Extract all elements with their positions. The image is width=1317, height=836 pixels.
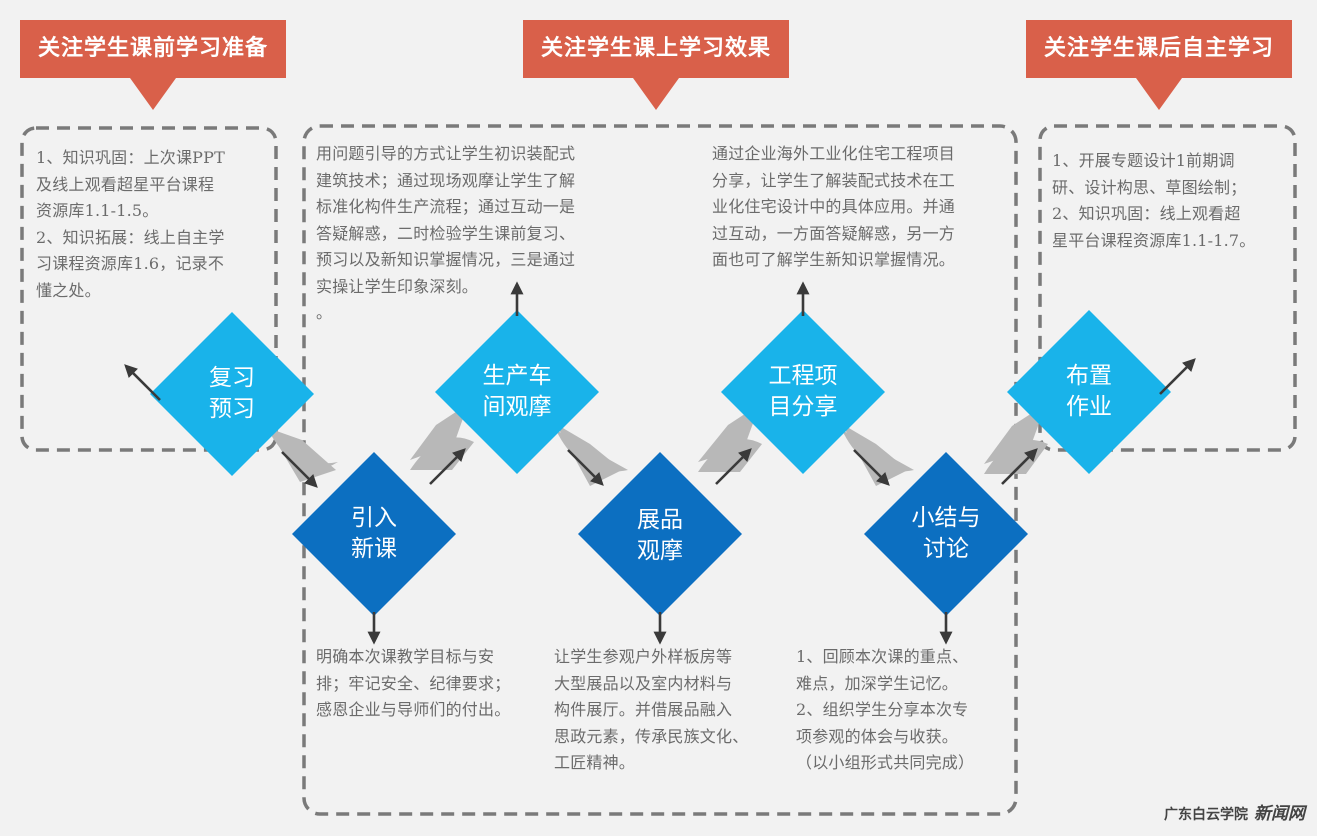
step-review-line2: 预习 bbox=[209, 396, 255, 422]
step-homework-label: 布置 作业 bbox=[1019, 361, 1159, 423]
step-review-label: 复习 预习 bbox=[162, 363, 302, 425]
desc-exhibit: 让学生参观户外样板房等 大型展品以及室内材料与 构件展厅。并借展品融入 思政元素… bbox=[554, 644, 788, 777]
step-workshop-line1: 生产车 bbox=[482, 363, 552, 389]
watermark: 广东白云学院新闻网 bbox=[1164, 799, 1305, 824]
desc-summary-line: 项参观的体会与收获。 bbox=[796, 726, 959, 746]
step-workshop-line2: 间观摩 bbox=[482, 394, 552, 420]
step-workshop-label: 生产车 间观摩 bbox=[447, 361, 587, 423]
desc-workshop-line: 用问题引导的方式让学生初识装配式 bbox=[316, 144, 576, 163]
arrow-workshop-to-exhibit bbox=[567, 449, 604, 486]
banner-in-class-pointer bbox=[633, 78, 679, 110]
desc-homework-line: 1、开展专题设计1前期调 bbox=[1052, 151, 1235, 170]
banner-pre-class-pointer bbox=[130, 78, 176, 110]
step-intro-line1: 引入 bbox=[351, 505, 397, 531]
desc-summary-line: 难点，加深学生记忆。 bbox=[796, 673, 959, 693]
arrow-summary-to-homework bbox=[1001, 448, 1038, 485]
desc-review-line: 资源库1.1-1.5。 bbox=[36, 201, 159, 220]
watermark-site: 新闻网 bbox=[1254, 804, 1305, 824]
desc-workshop-line: 答疑解惑，二时检验学生课前复习、 bbox=[316, 223, 576, 243]
desc-summary: 1、回顾本次课的重点、 难点，加深学生记忆。 2、组织学生分享本次专 项参观的体… bbox=[796, 644, 1014, 777]
desc-workshop-line: 预习以及新知识掌握情况，三是通过 bbox=[316, 250, 576, 269]
step-exhibit-line2: 观摩 bbox=[637, 538, 683, 564]
desc-summary-line: （以小组形式共同完成） bbox=[796, 753, 975, 772]
desc-homework-line: 星平台课程资源库1.1-1.7。 bbox=[1052, 230, 1256, 250]
banner-pre-class: 关注学生课前学习准备 bbox=[20, 20, 286, 110]
step-summary-line2: 讨论 bbox=[923, 536, 969, 562]
desc-intro-line: 排；牢记安全、纪律要求； bbox=[316, 673, 511, 693]
desc-project-line: 分享，让学生了解装配式技术在工 bbox=[712, 170, 956, 190]
step-project-line2: 目分享 bbox=[768, 394, 838, 420]
arrow-review-to-intro bbox=[281, 451, 318, 488]
step-intro-label: 引入 新课 bbox=[304, 503, 444, 565]
step-exhibit-diamond bbox=[578, 452, 742, 616]
step-exhibit-label: 展品 观摩 bbox=[590, 505, 730, 567]
step-intro-line2: 新课 bbox=[351, 536, 397, 562]
desc-review-line: 懂之处。 bbox=[36, 280, 101, 300]
step-review-line1: 复习 bbox=[209, 365, 255, 391]
arrows bbox=[124, 281, 1196, 645]
desc-exhibit-line: 大型展品以及室内材料与 bbox=[554, 673, 733, 693]
after-class-frame bbox=[1038, 124, 1297, 452]
connectors bbox=[268, 404, 1048, 486]
step-review-diamond bbox=[150, 312, 314, 476]
desc-summary-line: 2、组织学生分享本次专 bbox=[796, 700, 969, 719]
desc-homework-line: 研、设计构思、草图绘制； bbox=[1052, 177, 1247, 197]
arrow-homework-out bbox=[1159, 358, 1196, 395]
step-workshop-diamond bbox=[435, 310, 599, 474]
desc-project: 通过企业海外工业化住宅工程项目 分享，让学生了解装配式技术在工 业化住宅设计中的… bbox=[712, 141, 1012, 274]
desc-review-line: 及线上观看超星平台课程 bbox=[36, 174, 215, 194]
desc-intro-line: 明确本次课教学目标与安 bbox=[316, 647, 495, 666]
desc-review-line: 1、知识巩固：上次课PPT bbox=[36, 148, 225, 167]
desc-homework: 1、开展专题设计1前期调 研、设计构思、草图绘制； 2、知识巩固：线上观看超 星… bbox=[1052, 148, 1302, 254]
step-project-line1: 工程项 bbox=[768, 363, 838, 389]
watermark-org: 广东白云学院 bbox=[1164, 807, 1248, 823]
arrow-intro-to-workshop bbox=[429, 448, 466, 485]
desc-intro: 明确本次课教学目标与安 排；牢记安全、纪律要求； 感恩企业与导师们的付出。 bbox=[316, 644, 552, 724]
desc-project-line: 过互动，一方面答疑解惑，另一方 bbox=[712, 223, 956, 243]
step-summary-label: 小结与 讨论 bbox=[876, 503, 1016, 565]
desc-review-line: 习课程资源库1.6，记录不 bbox=[36, 254, 225, 273]
desc-intro-line: 感恩企业与导师们的付出。 bbox=[316, 700, 511, 719]
step-diamonds bbox=[150, 310, 1171, 616]
step-homework-line1: 布置 bbox=[1066, 363, 1112, 389]
desc-homework-line: 2、知识巩固：线上观看超 bbox=[1052, 204, 1241, 223]
desc-project-line: 通过企业海外工业化住宅工程项目 bbox=[712, 144, 956, 163]
step-homework-line2: 作业 bbox=[1066, 394, 1112, 420]
arrow-review-out bbox=[124, 364, 161, 401]
step-homework-diamond bbox=[1007, 310, 1171, 474]
banner-after-class-label: 关注学生课后自主学习 bbox=[1026, 20, 1292, 78]
arrow-project-to-summary bbox=[853, 449, 890, 486]
step-summary-line1: 小结与 bbox=[911, 505, 981, 531]
step-project-diamond bbox=[721, 310, 885, 474]
step-summary-diamond bbox=[864, 452, 1028, 616]
desc-workshop-line: 实操让学生印象深刻。 bbox=[316, 276, 479, 296]
desc-workshop: 用问题引导的方式让学生初识装配式 建筑技术；通过现场观摩让学生了解 标准化构件生… bbox=[316, 141, 638, 327]
desc-review: 1、知识巩固：上次课PPT 及线上观看超星平台课程 资源库1.1-1.5。 2、… bbox=[36, 145, 272, 304]
banner-after-class-pointer bbox=[1136, 78, 1182, 110]
arrow-exhibit-to-project bbox=[715, 448, 752, 485]
step-intro-diamond bbox=[292, 452, 456, 616]
desc-exhibit-line: 构件展厅。并借展品融入 bbox=[554, 700, 733, 719]
desc-workshop-line: 标准化构件生产流程；通过互动一是 bbox=[316, 197, 576, 216]
banner-in-class: 关注学生课上学习效果 bbox=[523, 20, 789, 110]
banner-in-class-label: 关注学生课上学习效果 bbox=[523, 20, 789, 78]
desc-exhibit-line: 让学生参观户外样板房等 bbox=[554, 647, 733, 666]
desc-exhibit-line: 思政元素，传承民族文化、 bbox=[554, 726, 749, 746]
desc-workshop-line: 。 bbox=[316, 303, 333, 322]
banner-pre-class-label: 关注学生课前学习准备 bbox=[20, 20, 286, 78]
desc-review-line: 2、知识拓展：线上自主学 bbox=[36, 227, 225, 247]
banner-after-class: 关注学生课后自主学习 bbox=[1026, 20, 1292, 110]
step-exhibit-line1: 展品 bbox=[637, 507, 683, 533]
desc-workshop-line: 建筑技术；通过现场观摩让学生了解 bbox=[316, 170, 576, 190]
pre-class-frame bbox=[20, 126, 278, 452]
step-project-label: 工程项 目分享 bbox=[733, 361, 873, 423]
desc-exhibit-line: 工匠精神。 bbox=[554, 753, 636, 772]
desc-summary-line: 1、回顾本次课的重点、 bbox=[796, 647, 969, 666]
desc-project-line: 业化住宅设计中的具体应用。并通 bbox=[712, 197, 956, 216]
desc-project-line: 面也可了解学生新知识掌握情况。 bbox=[712, 250, 956, 269]
